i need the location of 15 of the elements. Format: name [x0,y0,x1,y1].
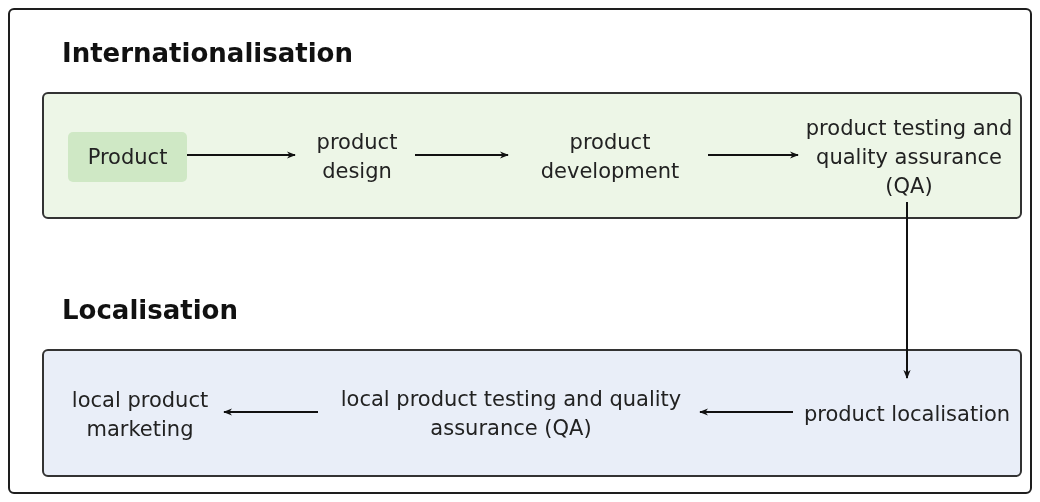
arrow [903,201,911,379]
step-label: local product testing and quality assurance (QA) [320,380,702,448]
arrow [414,151,509,159]
step-label: product design [297,122,417,192]
arrow [707,151,799,159]
arrow [184,151,296,159]
step-label: product testing and quality assurance (QA) [800,110,1018,204]
step-label: local product marketing [54,368,226,462]
step-label: product localisation [795,380,1019,448]
arrow [223,408,319,416]
arrow [699,408,794,416]
start-box: Product [68,132,187,182]
section-heading: Localisation [62,295,238,325]
step-label: product development [510,122,710,192]
section-heading: Internationalisation [62,38,353,68]
